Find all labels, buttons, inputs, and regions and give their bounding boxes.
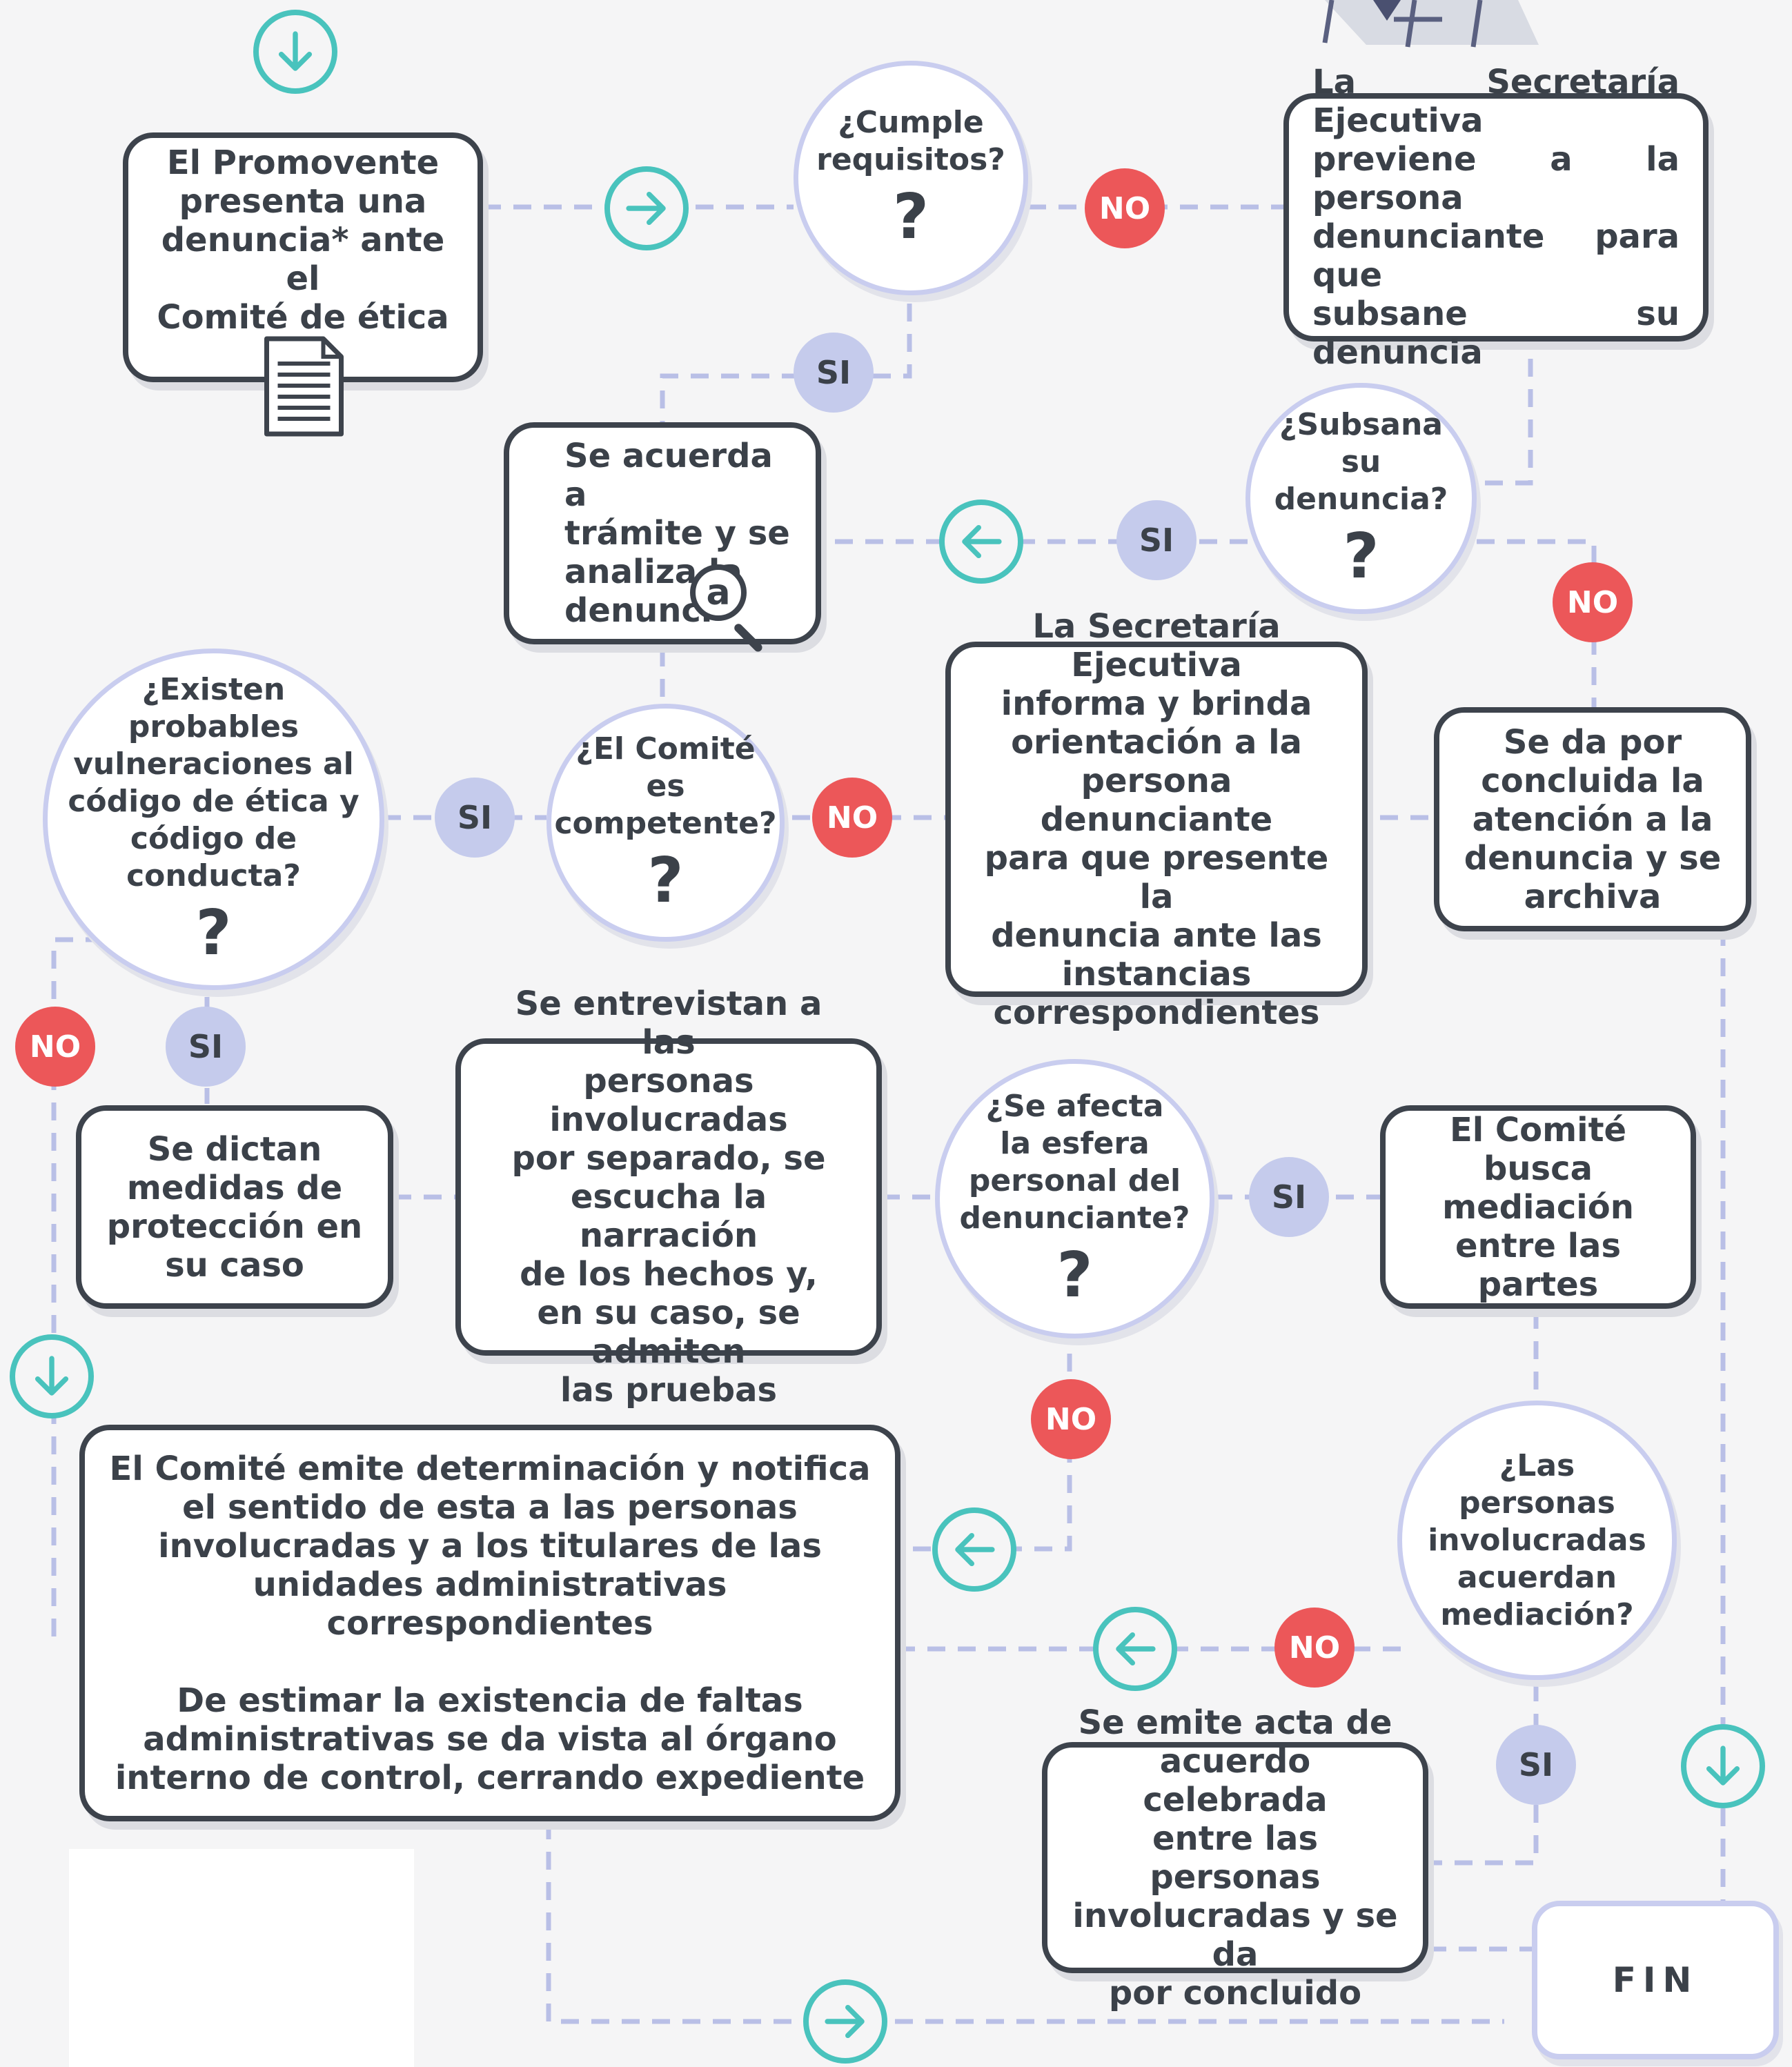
arrow-left-icon (939, 500, 1023, 584)
node-determinacion: El Comité emite determinación y notifica… (79, 1425, 900, 1821)
no-badge: NO (1274, 1608, 1355, 1688)
question-mark: ? (1343, 520, 1379, 593)
decision-text: ¿Las personas involucradas acuerdan medi… (1428, 1447, 1646, 1632)
question-mark: ? (892, 181, 929, 253)
magnifier-letter: a (706, 572, 731, 613)
arrow-down-icon (1681, 1724, 1765, 1808)
decision-subsana: ¿Subsana su denuncia? ? (1245, 383, 1477, 614)
decision-text: ¿Existen probables vulneraciones al códi… (68, 671, 360, 893)
arrow-right-icon (604, 166, 689, 250)
decision-esfera: ¿Se afecta la esfera personal del denunc… (935, 1059, 1214, 1338)
node-informa: La Secretaría Ejecutiva informa y brinda… (945, 607, 1368, 1032)
question-mark: ? (195, 896, 232, 969)
arrow-down-icon (10, 1334, 94, 1418)
no-badge: NO (15, 1007, 95, 1087)
si-badge: SI (1249, 1157, 1329, 1237)
node-fin: FIN (1532, 1901, 1779, 2059)
document-icon (264, 336, 344, 437)
no-badge: NO (1031, 1379, 1111, 1459)
illustration-fragment (1322, 0, 1539, 48)
decision-competente: ¿El Comité es competente? ? (547, 704, 785, 942)
decision-cumple: ¿Cumple requisitos? ? (794, 61, 1028, 295)
arrow-right-icon (803, 1979, 887, 2064)
node-concluida: Se da por concluida la atención a la den… (1434, 707, 1751, 931)
node-previene: La Secretaría Ejecutiva previene a la pe… (1283, 63, 1709, 372)
arrow-left-icon (932, 1507, 1016, 1592)
question-mark: ? (647, 844, 684, 917)
node-medidas: Se dictan medidas de protección en su ca… (76, 1105, 393, 1309)
node-mediacion: El Comité busca mediación entre las part… (1380, 1105, 1696, 1309)
node-tramite: Se acuerda a trámite y se analiza la den… (504, 422, 821, 644)
decision-text: ¿El Comité es competente? (554, 731, 777, 841)
no-badge: NO (1553, 562, 1633, 642)
decision-acuerdan: ¿Las personas involucradas acuerdan medi… (1397, 1401, 1677, 1680)
si-badge: SI (166, 1007, 246, 1087)
no-badge: NO (1085, 168, 1165, 248)
question-mark: ? (1056, 1238, 1093, 1312)
si-badge: SI (435, 778, 515, 858)
si-badge: SI (1496, 1725, 1576, 1805)
arrow-down-icon (253, 10, 337, 94)
si-badge: SI (794, 333, 874, 413)
node-entrevistan: Se entrevistan a las personas involucrad… (455, 985, 882, 1410)
blank-area (69, 1849, 414, 2067)
node-acta: Se emite acta de acuerdo celebrada entre… (1042, 1703, 1428, 2012)
decision-text: ¿Cumple requisitos? (816, 105, 1005, 177)
decision-vulneraciones: ¿Existen probables vulneraciones al códi… (43, 649, 384, 990)
decision-text: ¿Subsana su denuncia? (1274, 406, 1448, 517)
arrow-left-icon (1093, 1607, 1177, 1691)
magnifier-icon: a (690, 564, 747, 621)
decision-text: ¿Se afecta la esfera personal del denunc… (959, 1088, 1190, 1236)
si-badge: SI (1116, 500, 1197, 580)
no-badge: NO (812, 778, 892, 858)
